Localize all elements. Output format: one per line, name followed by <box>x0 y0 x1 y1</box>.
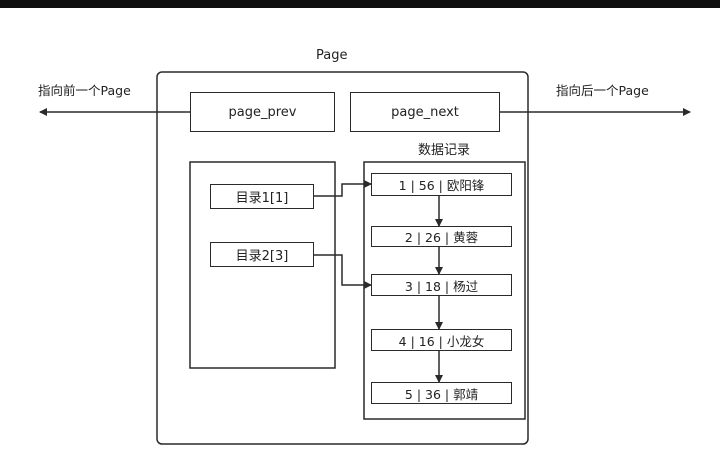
records-container <box>363 161 526 420</box>
page-prev-box: page_prev <box>190 92 335 132</box>
page-container <box>156 71 529 445</box>
record-3: 3 | 18 | 杨过 <box>371 274 512 296</box>
page-title: Page <box>316 48 348 63</box>
records-title: 数据记录 <box>418 143 471 158</box>
page-next-box: page_next <box>350 92 500 132</box>
record-2: 2 | 26 | 黄蓉 <box>371 226 512 247</box>
directory1-arrow <box>314 180 372 197</box>
record-5: 5 | 36 | 郭靖 <box>371 382 512 404</box>
next-page-label: 指向后一个Page <box>556 83 649 98</box>
directory2-arrow <box>314 254 372 289</box>
directory-item-2: 目录2[3] <box>210 242 314 267</box>
top-bar <box>0 0 720 8</box>
directory-container <box>189 161 336 369</box>
directory-item-1: 目录1[1] <box>210 184 314 209</box>
prev-page-label: 指向前一个Page <box>38 83 131 98</box>
record-1: 1 | 56 | 欧阳锋 <box>371 173 512 196</box>
record-4: 4 | 16 | 小龙女 <box>371 329 512 351</box>
